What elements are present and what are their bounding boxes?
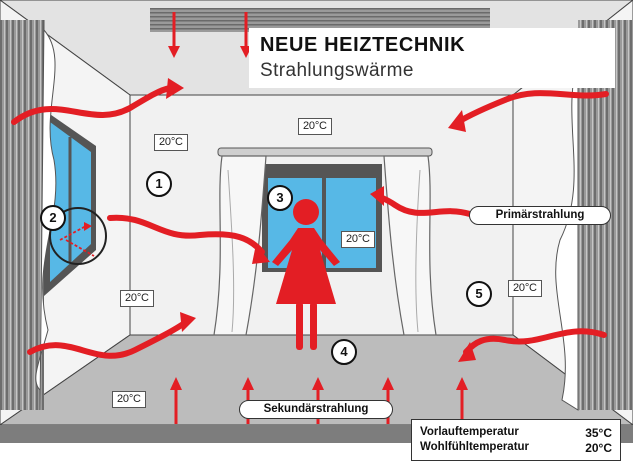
page-title: NEUE HEIZTECHNIK bbox=[260, 34, 466, 56]
marker-4: 4 bbox=[331, 339, 357, 365]
magnifier-circle bbox=[49, 207, 107, 265]
page-subtitle: Strahlungswärme bbox=[260, 60, 414, 81]
comfort-temp-label: Wohlfühltemperatur bbox=[420, 441, 530, 453]
left-curtain bbox=[213, 155, 267, 336]
person-icon bbox=[272, 199, 340, 350]
marker-1: 1 bbox=[146, 171, 172, 197]
marker-2: 2 bbox=[40, 205, 66, 231]
temperature-panel: Vorlauftemperatur 35°C Wohlfühltemperatu… bbox=[411, 419, 621, 461]
temp-label-left-lower: 20°C bbox=[120, 290, 154, 307]
marker-5: 5 bbox=[466, 281, 492, 307]
marker-3: 3 bbox=[267, 185, 293, 211]
left-radiator bbox=[0, 20, 44, 410]
flow-temp-value: 35°C bbox=[585, 426, 612, 440]
ceiling-down-arrows bbox=[172, 12, 248, 48]
title-box: NEUE HEIZTECHNIK Strahlungswärme bbox=[249, 28, 615, 88]
primary-radiation-label: Primärstrahlung bbox=[469, 206, 611, 225]
flow-temp-label: Vorlauftemperatur bbox=[420, 426, 519, 438]
temp-label-person: 20°C bbox=[341, 231, 375, 248]
temp-label-left-upper: 20°C bbox=[154, 134, 188, 151]
temp-label-right-wall: 20°C bbox=[508, 280, 542, 297]
comfort-temp-value: 20°C bbox=[585, 441, 612, 455]
temp-label-back-wall: 20°C bbox=[298, 118, 332, 135]
secondary-radiation-label: Sekundärstrahlung bbox=[239, 400, 393, 419]
temp-label-floor: 20°C bbox=[112, 391, 146, 408]
